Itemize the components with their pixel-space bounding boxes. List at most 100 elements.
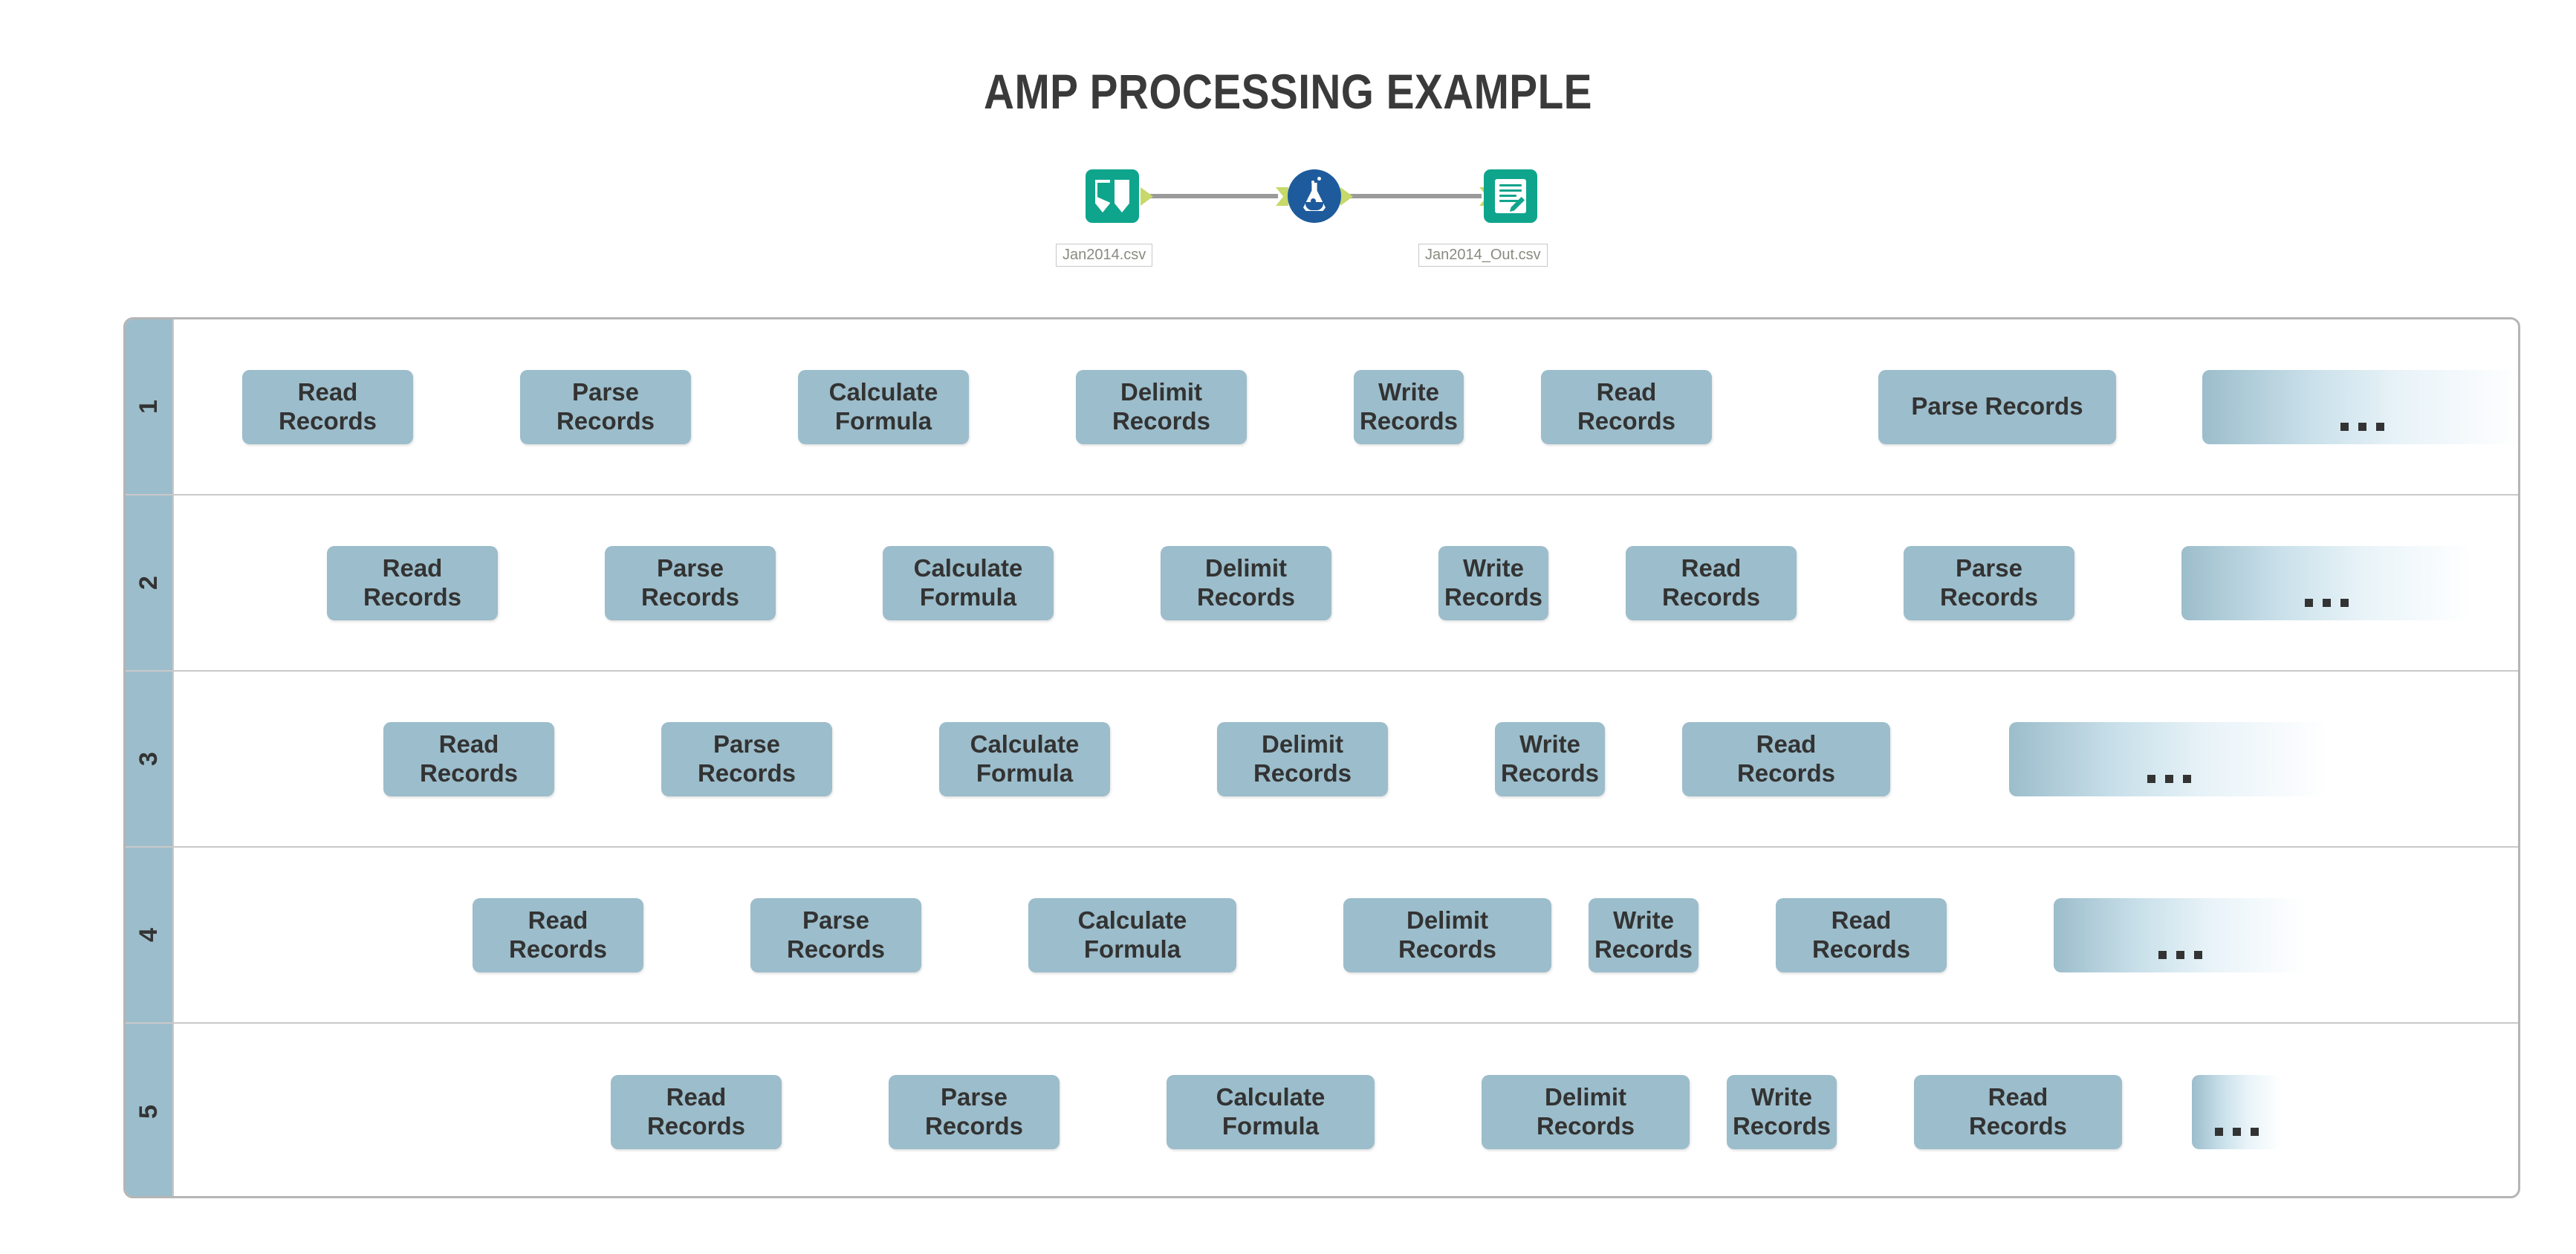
- amp-block-ellipsis[interactable]: [2202, 369, 2518, 444]
- book-icon: [1086, 169, 1139, 223]
- row-number-label: 2: [126, 496, 174, 670]
- row-number-text: 3: [134, 752, 163, 766]
- output-file-label: Jan2014_Out.csv: [1418, 244, 1548, 267]
- document-pencil-icon: [1484, 169, 1537, 223]
- ellipsis-icon: [2340, 422, 2384, 431]
- page-title: AMP PROCESSING EXAMPLE: [984, 64, 1592, 119]
- ellipsis-icon: [2147, 774, 2191, 783]
- row-number-label: 1: [126, 319, 174, 494]
- output-anchor-icon: [1340, 187, 1353, 206]
- row-number-label: 5: [126, 1024, 174, 1196]
- workflow-diagram: Jan2014.csv Jan2014_Out.csv: [1056, 169, 1579, 281]
- amp-block-ellipsis[interactable]: [2181, 545, 2471, 620]
- connector-line-tool-to-output: [1350, 194, 1482, 198]
- amp-block-ellipsis[interactable]: [2054, 897, 2306, 972]
- workflow-input-node[interactable]: [1086, 169, 1139, 223]
- ellipsis-icon: [2214, 1127, 2259, 1136]
- ellipsis-icon: [2158, 950, 2202, 959]
- output-anchor-icon: [1141, 187, 1153, 206]
- amp-block[interactable]: Parse Records: [1878, 369, 2116, 444]
- ellipsis-icon: [2304, 598, 2349, 607]
- input-file-label: Jan2014.csv: [1056, 244, 1153, 267]
- connector-line-input-to-tool: [1150, 194, 1278, 198]
- row-number-text: 4: [134, 928, 163, 942]
- row-number-text: 1: [134, 400, 163, 414]
- row-number-text: 5: [134, 1105, 163, 1119]
- workflow-output-node[interactable]: [1484, 169, 1537, 223]
- amp-block-label: Parse Records: [1911, 392, 2083, 420]
- row-number-label: 4: [126, 848, 174, 1022]
- amp-block-ellipsis[interactable]: [2009, 721, 2329, 796]
- workflow-tool-node[interactable]: [1288, 169, 1341, 223]
- amp-block-ellipsis[interactable]: [2192, 1074, 2281, 1149]
- row-number-label: 3: [126, 672, 174, 846]
